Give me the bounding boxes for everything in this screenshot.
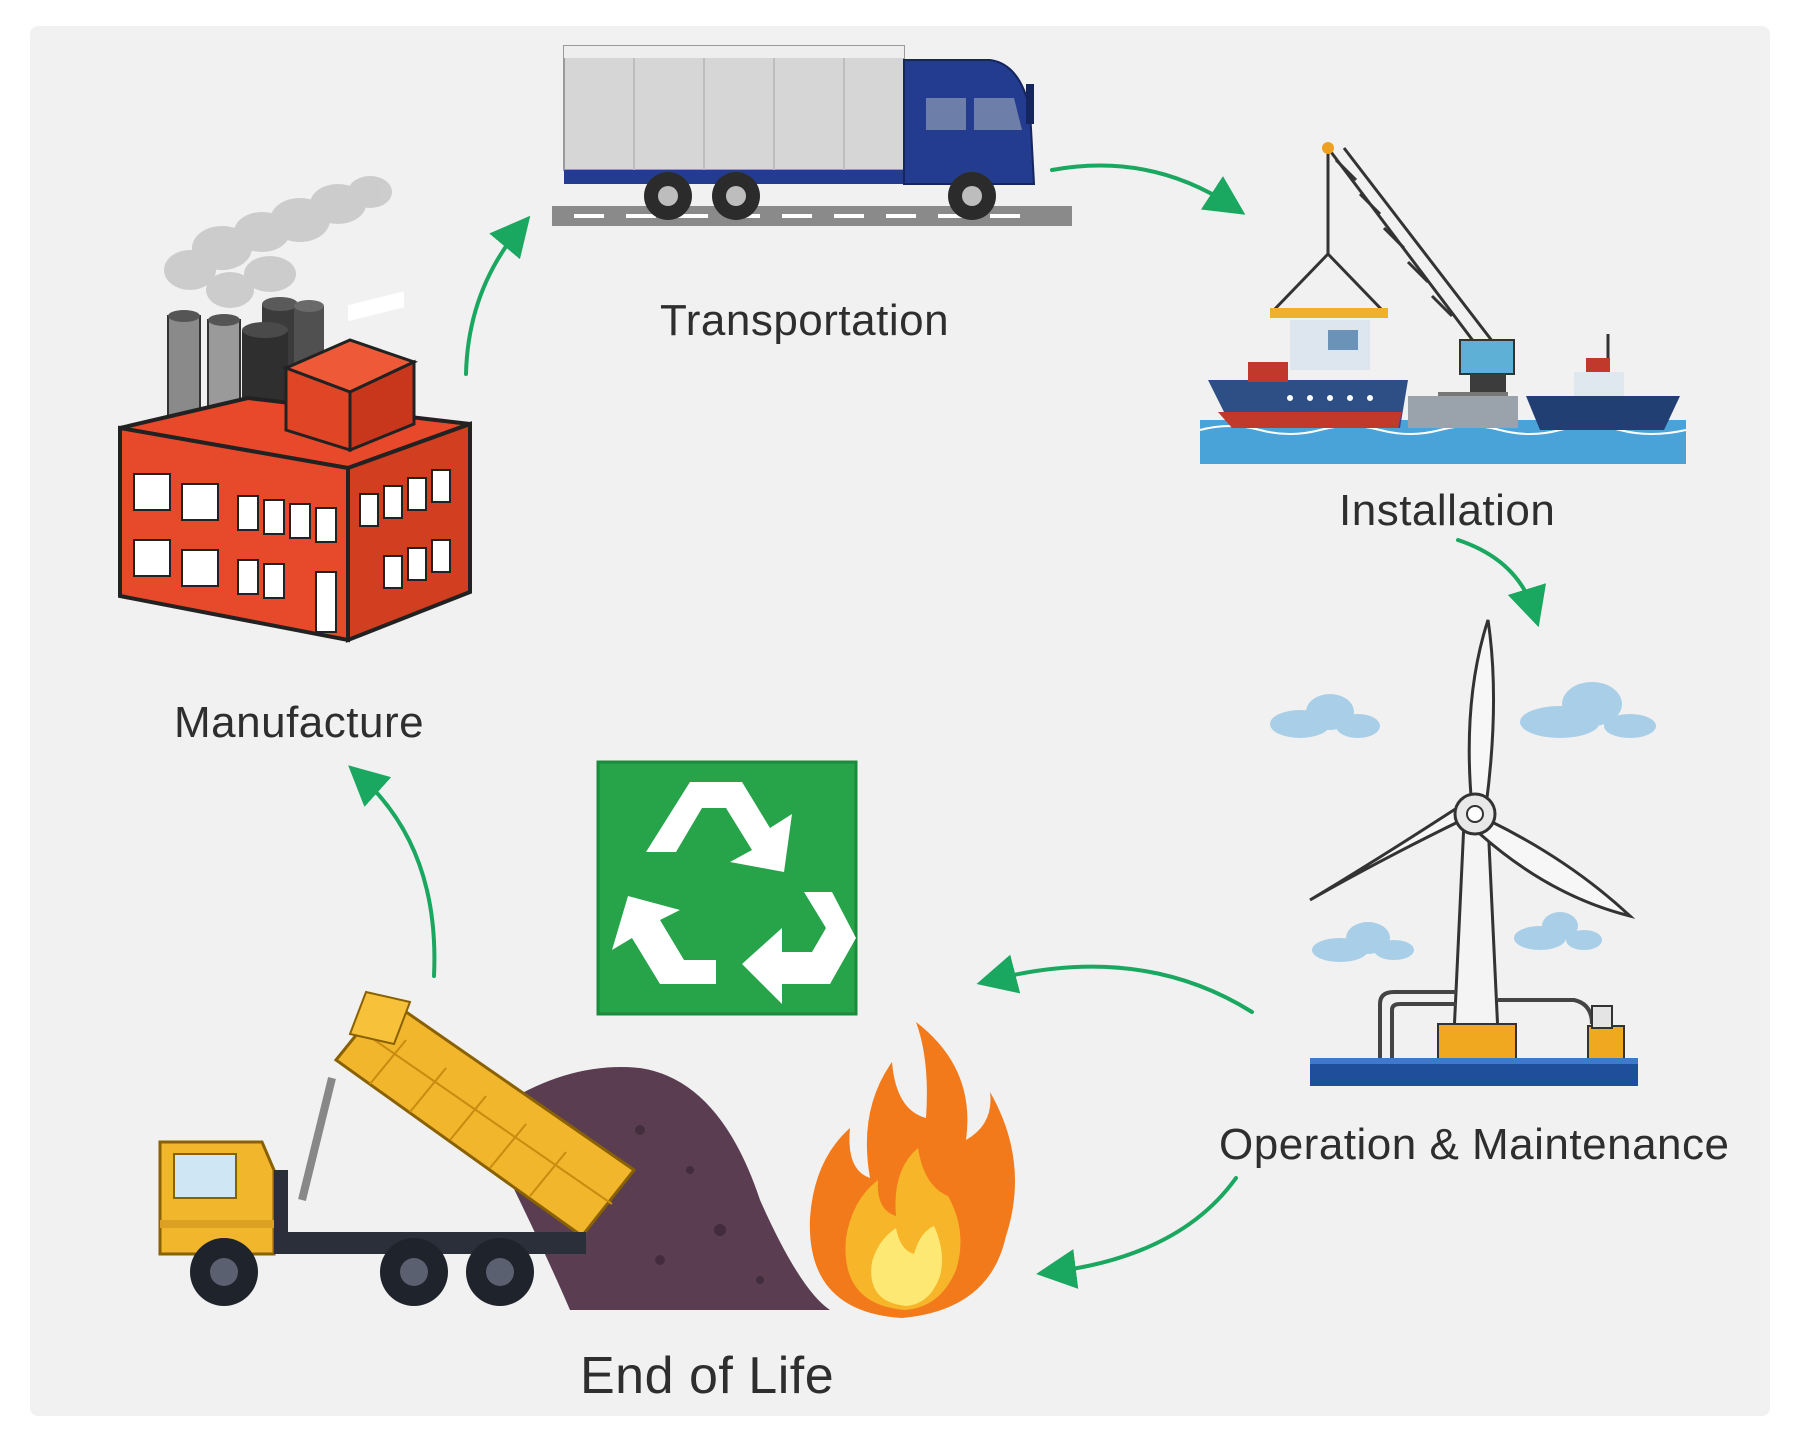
arrow-manufacture-to-transport <box>464 215 531 376</box>
arrow-endoflife-to-manufacture <box>348 765 437 978</box>
label-end-of-life: End of Life <box>580 1347 835 1405</box>
arrow-operation-to-endoflife <box>1036 1176 1238 1289</box>
bed-grid <box>359 1029 613 1205</box>
clouds <box>1270 682 1656 962</box>
label-operation-maintenance: Operation & Maintenance <box>1219 1120 1730 1169</box>
dump-truck-icon <box>158 990 830 1310</box>
label-transportation: Transportation <box>660 296 950 345</box>
crane-ship-icon <box>1199 142 1687 464</box>
label-installation: Installation <box>1339 486 1556 535</box>
fire-icon <box>809 1022 1015 1318</box>
truck-wheels <box>644 172 996 220</box>
wind-turbine-icon <box>1270 619 1656 1086</box>
dump-truck-wheels <box>190 1238 534 1306</box>
truck-icon <box>552 45 1072 226</box>
label-manufacture: Manufacture <box>174 698 425 747</box>
road-markings <box>574 214 1020 218</box>
arrow-operation-to-recycle <box>976 954 1254 1014</box>
crane-boom <box>1270 147 1498 351</box>
arrow-transport-to-installation <box>1050 163 1246 215</box>
factory-door <box>315 571 337 633</box>
cycle-arrows <box>348 163 1547 1289</box>
recycle-arrows <box>612 782 856 1004</box>
recycle-icon <box>596 760 858 1016</box>
factory-windows <box>133 469 451 633</box>
factory-icon <box>118 176 472 643</box>
factory-sign <box>348 291 404 322</box>
smoke <box>164 176 392 308</box>
cargo-ribs <box>633 58 845 170</box>
portholes <box>1287 395 1373 401</box>
arrow-installation-to-operation <box>1456 538 1547 628</box>
